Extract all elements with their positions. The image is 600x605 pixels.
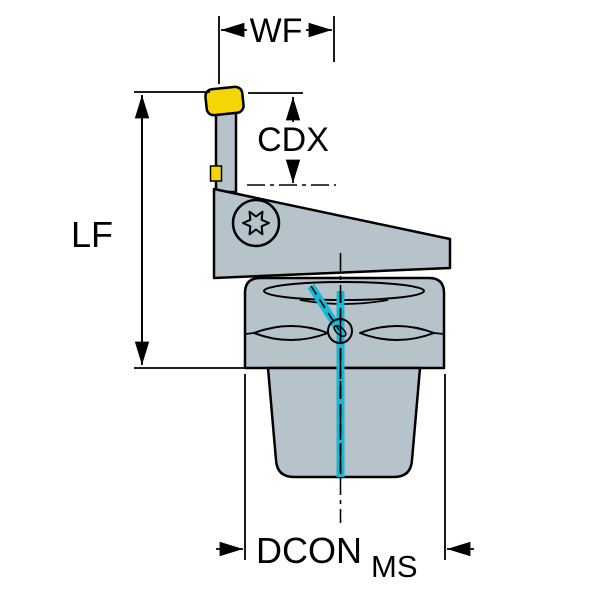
dimension-cdx: CDX bbox=[247, 92, 336, 186]
coolant-plug-slot bbox=[333, 325, 347, 337]
dimension-dcon-ms: DCON MS bbox=[216, 374, 474, 584]
cdx-label: CDX bbox=[257, 121, 329, 159]
dimension-wf: WF bbox=[218, 12, 335, 84]
tool-body bbox=[204, 85, 452, 523]
lobe-edge-tick-left bbox=[244, 332, 255, 335]
dcon-ms-subscript-label: MS bbox=[371, 549, 418, 584]
lf-label: LF bbox=[71, 214, 113, 255]
lobe-edge-tick-right bbox=[433, 332, 445, 335]
coolant-centerline-diagonal bbox=[310, 285, 340, 331]
torx-screw-icon bbox=[231, 198, 281, 248]
lower-insert-pocket bbox=[209, 165, 223, 182]
wf-label: WF bbox=[250, 12, 303, 50]
cutting-insert bbox=[204, 85, 245, 117]
torx-star-icon bbox=[242, 210, 270, 236]
dcon-label: DCON bbox=[256, 530, 362, 571]
dimension-lf: LF bbox=[71, 91, 264, 369]
